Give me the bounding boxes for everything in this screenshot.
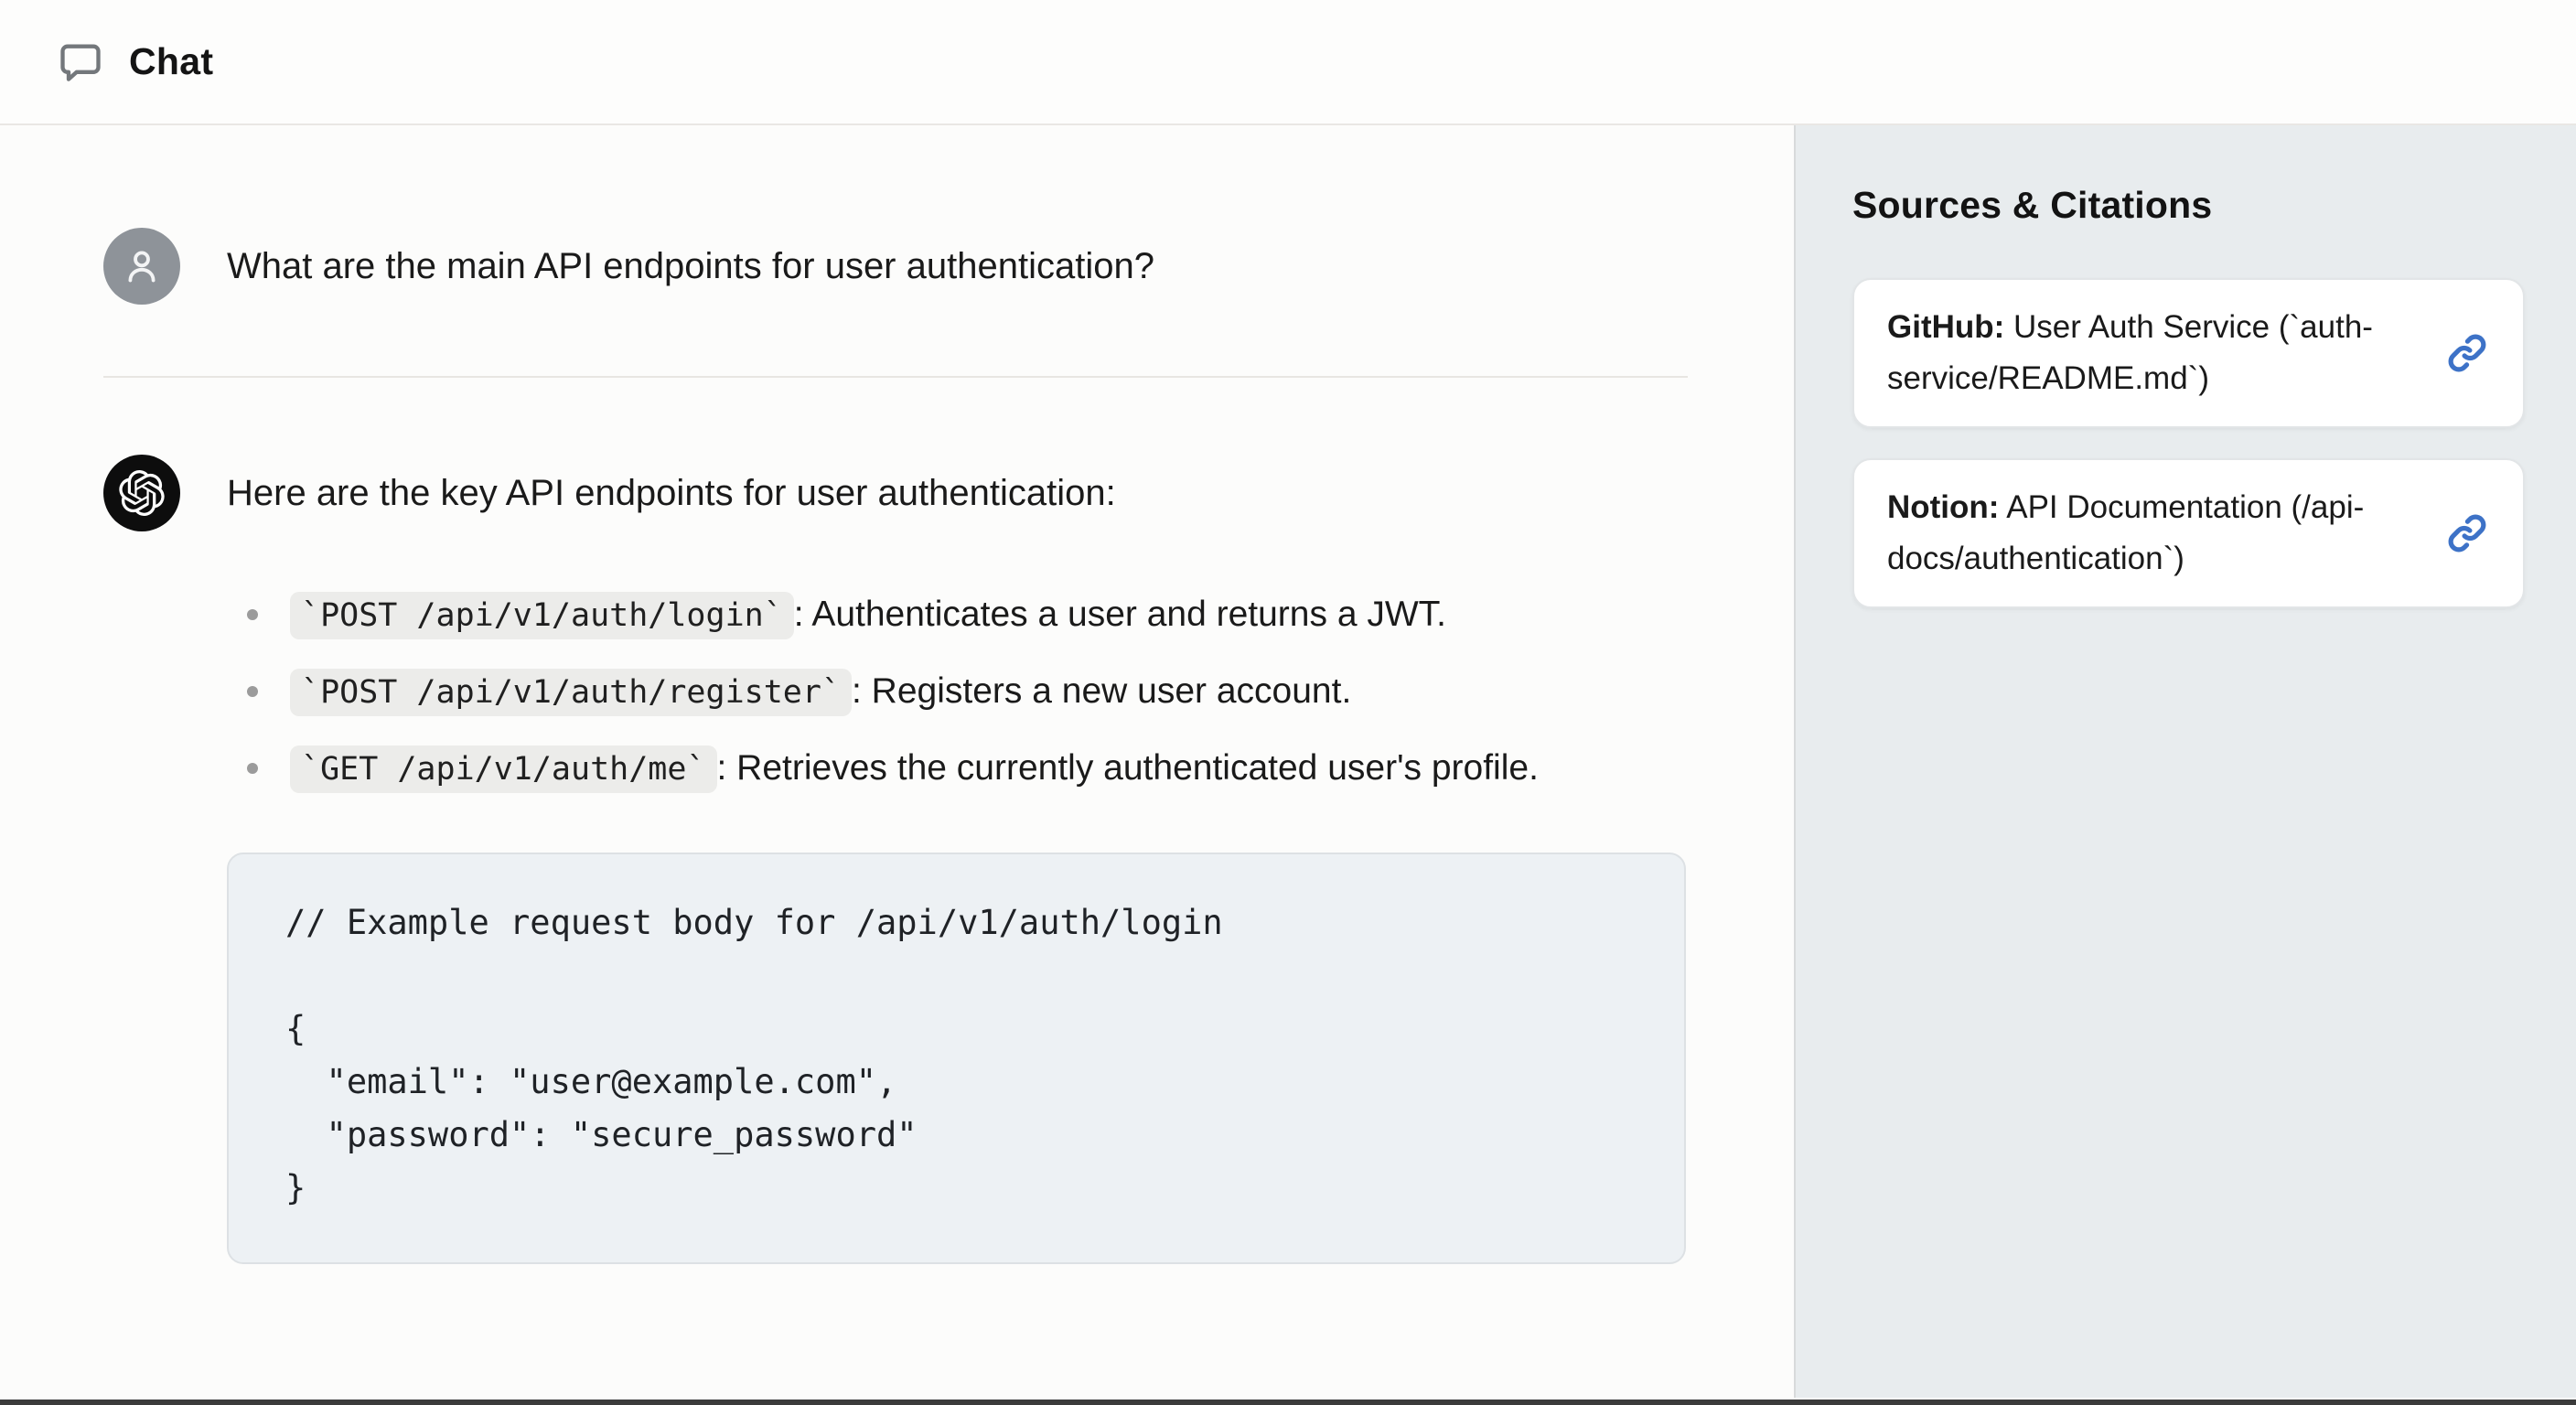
citation-card-github[interactable]: GitHub: User Auth Service (`auth-service… [1852,278,2525,428]
inline-code: `GET /api/v1/auth/me` [290,745,717,793]
endpoint-description: : Registers a new user account. [852,671,1352,711]
link-icon[interactable] [2444,330,2490,376]
message-divider [103,376,1688,378]
citation-card-notion[interactable]: Notion: API Documentation (/api-docs/aut… [1852,458,2525,608]
chat-bubble-icon [57,38,104,86]
endpoint-description: : Retrieves the currently authenticated … [716,748,1539,788]
citation-source-label: Notion: [1887,489,2000,525]
link-icon[interactable] [2444,510,2490,556]
citation-source-label: GitHub: [1887,309,2005,345]
citation-detail: User Auth Service (`auth-service/README.… [1887,309,2373,396]
openai-logo-icon [119,470,165,516]
inline-code: `POST /api/v1/auth/register` [290,669,853,716]
page-title: Chat [129,40,214,82]
user-question: What are the main API endpoints for user… [227,246,1154,286]
window-bottom-edge [0,1400,2576,1405]
inline-code: `POST /api/v1/auth/login` [290,592,794,639]
user-avatar [103,228,180,305]
assistant-avatar [103,455,180,531]
user-message: What are the main API endpoints for user… [103,228,1721,305]
sidebar-title: Sources & Citations [1852,184,2213,226]
sources-sidebar: Sources & Citations GitHub: User Auth Se… [1794,125,2576,1398]
list-item: `POST /api/v1/auth/login`: Authenticates… [227,585,1599,646]
assistant-message: Here are the key API endpoints for user … [103,455,1721,531]
code-block: // Example request body for /api/v1/auth… [227,853,1686,1264]
list-item: `POST /api/v1/auth/register`: Registers … [227,661,1599,723]
citation-text: Notion: API Documentation (/api-docs/aut… [1887,482,2404,585]
chat-panel[interactable]: What are the main API endpoints for user… [0,125,1794,1398]
citation-text: GitHub: User Auth Service (`auth-service… [1887,302,2404,404]
person-icon [128,251,156,283]
assistant-intro: Here are the key API endpoints for user … [227,473,1116,513]
endpoint-description: : Authenticates a user and returns a JWT… [793,595,1446,634]
citation-detail: API Documentation (/api-docs/authenticat… [1887,489,2365,576]
list-item: `GET /api/v1/auth/me`: Retrieves the cur… [227,738,1599,799]
endpoint-list: `POST /api/v1/auth/login`: Authenticates… [227,585,1599,799]
topbar: Chat [0,0,2576,125]
